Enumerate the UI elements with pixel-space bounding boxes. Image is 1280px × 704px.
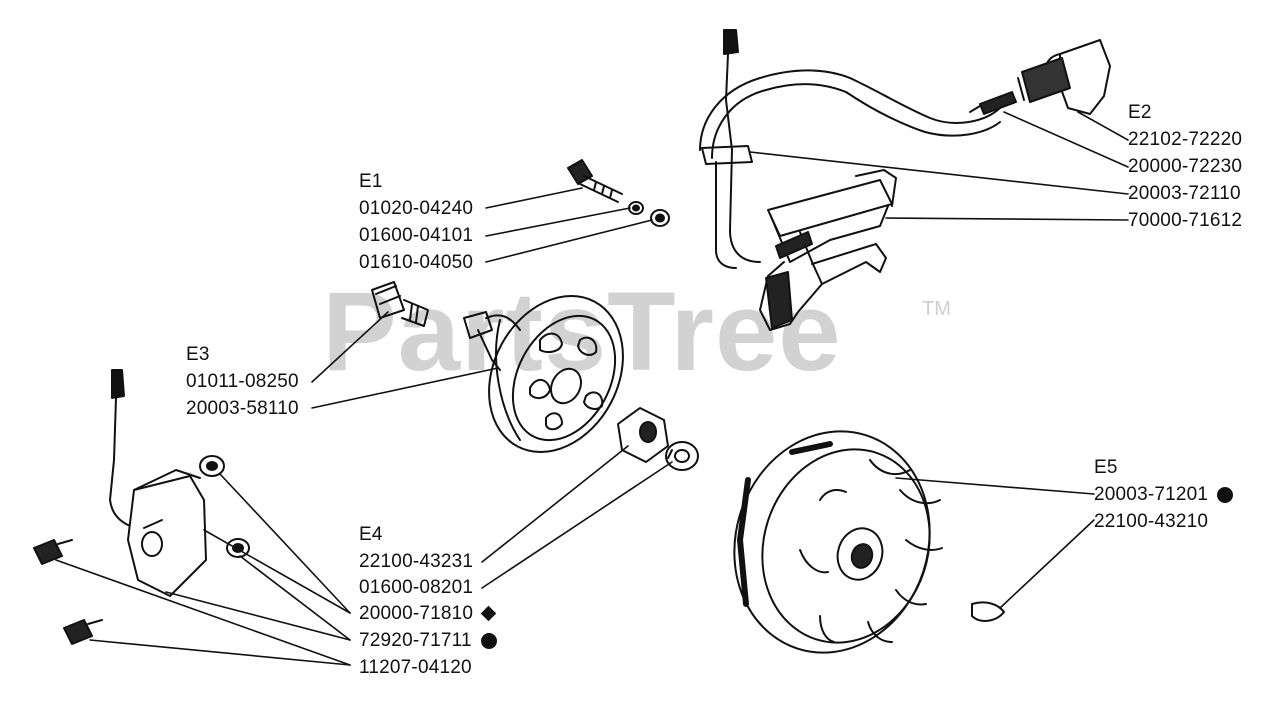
diamond-marker-icon [480, 606, 497, 622]
group-title-e3: E3 [186, 344, 210, 365]
part-number-e3-2[interactable]: 20003-58110 [186, 398, 299, 419]
part-number-e4-1[interactable]: 22100-43231 [359, 551, 474, 572]
part-number-e1-3[interactable]: 01610-04050 [359, 252, 474, 273]
circle-marker-icon [480, 632, 497, 649]
part-number-e3-1[interactable]: 01011-08250 [186, 371, 299, 392]
part-number-e2-2[interactable]: 20000-72230 [1128, 156, 1243, 177]
part-number-e1-2[interactable]: 01600-04101 [359, 225, 474, 246]
group-title-e5: E5 [1094, 457, 1118, 478]
part-number-e4-3[interactable]: 20000-71810 [359, 603, 474, 624]
group-title-e4: E4 [359, 524, 383, 545]
part-number-e2-1[interactable]: 22102-72220 [1128, 129, 1243, 150]
watermark: PartsTree [322, 269, 842, 394]
part-number-e4-3-row: 20000-71810 [359, 603, 497, 625]
clutch-drum-drawing [371, 281, 624, 454]
circle-marker-icon [1217, 486, 1234, 503]
part-number-e1-1[interactable]: 01020-04240 [359, 198, 474, 219]
nut-e4-drawing [617, 407, 699, 471]
group-title-e1: E1 [359, 171, 383, 192]
spark-plug-cap-drawing [969, 39, 1111, 115]
group-title-e2: E2 [1128, 102, 1152, 123]
part-number-e5-1-row: 20003-71201 [1094, 484, 1234, 506]
part-number-e4-4-row: 72920-71711 [359, 630, 497, 652]
part-number-e5-1[interactable]: 20003-71201 [1094, 484, 1209, 505]
leader-lines [55, 111, 1129, 666]
part-number-e5-2[interactable]: 22100-43210 [1094, 511, 1209, 532]
part-number-e2-4[interactable]: 70000-71612 [1128, 210, 1243, 231]
part-number-e2-3[interactable]: 20003-72110 [1128, 183, 1241, 204]
part-number-e4-2[interactable]: 01600-08201 [359, 577, 474, 598]
ignition-coil-drawing [699, 29, 1001, 331]
trademark-symbol: TM [922, 298, 951, 320]
flywheel-drawing [733, 430, 1005, 654]
ignition-module-drawing [33, 369, 250, 645]
part-number-e4-5[interactable]: 11207-04120 [359, 657, 472, 678]
part-number-e4-4[interactable]: 72920-71711 [359, 630, 472, 651]
bolt-e1-drawing [567, 159, 670, 227]
